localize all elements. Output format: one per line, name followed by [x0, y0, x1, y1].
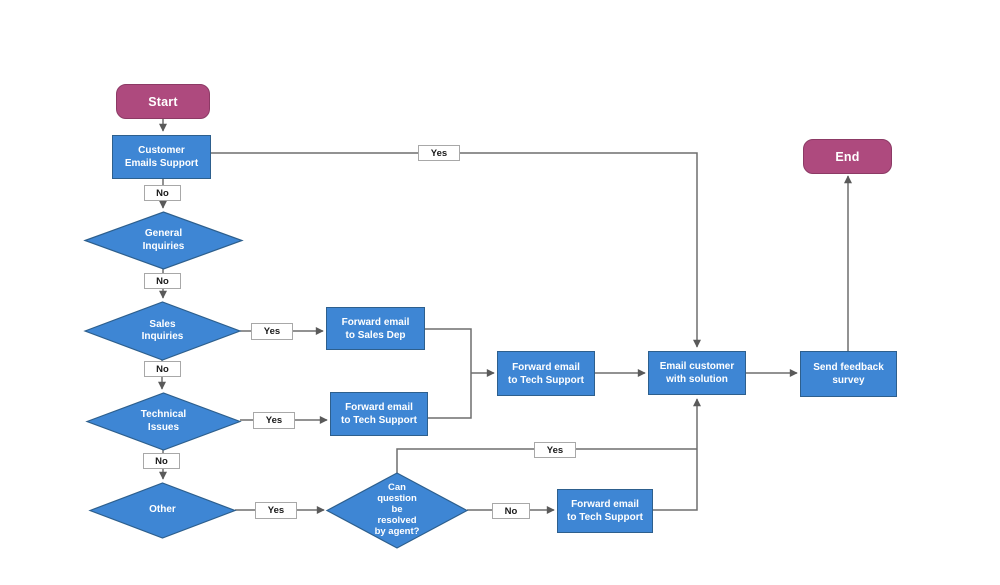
- connector-forward-tech-left-elbow: [428, 373, 472, 419]
- node-start: Start: [116, 84, 210, 119]
- connector-customer-emails-yes-to-email-customer: [211, 152, 701, 348]
- node-forward-tech-support-left-label: Forward email to Tech Support: [341, 402, 417, 426]
- edge-label-other-yes: Yes: [255, 502, 297, 519]
- edge-label-customer-emails-yes: Yes: [418, 145, 460, 161]
- node-technical-issues-shape: [85, 392, 242, 451]
- node-forward-tech-support-left: Forward email to Tech Support: [330, 392, 428, 436]
- edge-label-sales-no: No: [144, 361, 181, 377]
- node-send-feedback-survey: Send feedback survey: [800, 351, 897, 397]
- node-customer-emails-support-label: Customer Emails Support: [124, 145, 199, 169]
- node-end: End: [803, 139, 892, 174]
- node-can-resolve-shape: [325, 472, 469, 549]
- connector-forward-tech-bottom-to-email-customer: [653, 398, 701, 511]
- node-forward-tech-support-center: Forward email to Tech Support: [497, 351, 595, 396]
- node-forward-tech-support-bottom-label: Forward email to Tech Support: [567, 499, 643, 523]
- node-end-label: End: [835, 149, 860, 164]
- connector-forward-sales-dep-elbow: [425, 328, 472, 373]
- node-forward-sales-dep: Forward email to Sales Dep: [326, 307, 425, 350]
- node-general-inquiries-shape: [83, 211, 244, 270]
- node-customer-emails-support: Customer Emails Support: [112, 135, 211, 179]
- node-sales-inquiries-shape: [83, 301, 242, 361]
- edge-label-tech-yes: Yes: [253, 412, 295, 429]
- node-other-shape: [88, 482, 237, 539]
- node-forward-sales-dep-label: Forward email to Sales Dep: [341, 316, 410, 341]
- edge-label-tech-no: No: [143, 453, 180, 469]
- connector-can-resolve-yes-elbow: [396, 448, 697, 473]
- node-send-feedback-survey-label: Send feedback survey: [813, 362, 884, 386]
- edge-label-general-no: No: [144, 273, 181, 289]
- node-start-label: Start: [148, 94, 178, 109]
- node-forward-tech-support-bottom: Forward email to Tech Support: [557, 489, 653, 533]
- edge-label-customer-emails-no: No: [144, 185, 181, 201]
- node-forward-tech-support-center-label: Forward email to Tech Support: [508, 361, 584, 386]
- edge-label-can-yes: Yes: [534, 442, 576, 458]
- edge-label-sales-yes: Yes: [251, 323, 293, 340]
- node-email-customer-label: Email customer with solution: [659, 361, 735, 385]
- edge-label-can-no: No: [492, 503, 530, 519]
- node-email-customer: Email customer with solution: [648, 351, 746, 395]
